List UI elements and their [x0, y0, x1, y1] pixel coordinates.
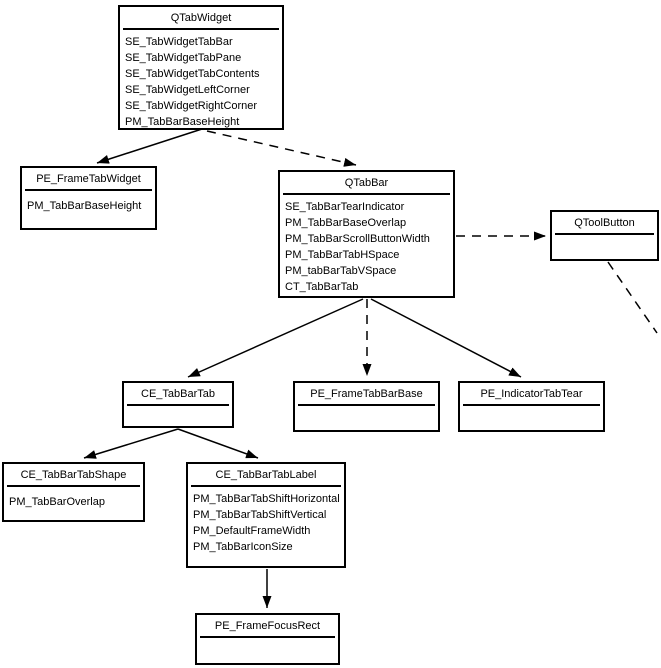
node-item: CT_TabBarTab — [285, 281, 359, 293]
edge-qtabbar-ce-tabbartab — [187, 298, 364, 378]
title-separator — [283, 193, 450, 195]
title-separator — [200, 636, 335, 638]
title-separator — [7, 485, 140, 487]
node-item-list: SE_TabBarTearIndicator PM_TabBarBaseOver… — [280, 195, 453, 295]
node-ce-tabbartabshape: CE_TabBarTabShape PM_TabBarOverlap — [2, 462, 145, 522]
node-pe-framefocusrect: PE_FrameFocusRect — [195, 613, 340, 665]
node-pe-indicatortabtear: PE_IndicatorTabTear — [458, 381, 605, 432]
node-title: QTabWidget — [170, 12, 232, 24]
node-item-list: PM_TabBarBaseHeight — [22, 191, 155, 214]
node-item: PM_TabBarScrollButtonWidth — [285, 233, 430, 245]
title-separator — [127, 404, 229, 406]
node-item: PM_TabBarBaseOverlap — [285, 217, 407, 229]
node-qtoolbutton: QToolButton — [550, 210, 659, 261]
node-title: QToolButton — [574, 217, 635, 229]
edge-ce-tabbartab-ce-tabbartablabel — [177, 428, 259, 459]
node-title: PE_FrameTabBarBase — [310, 388, 423, 400]
node-item: PM_TabBarTabHSpace — [285, 249, 400, 261]
node-ce-tabbartab: CE_TabBarTab — [122, 381, 234, 428]
title-separator — [123, 28, 279, 30]
title-separator — [463, 404, 600, 406]
node-qtabbar: QTabBar SE_TabBarTearIndicator PM_TabBar… — [278, 170, 455, 298]
node-title: CE_TabBarTab — [141, 388, 215, 400]
node-title: CE_TabBarTabShape — [20, 469, 127, 481]
node-item: SE_TabWidgetRightCorner — [125, 100, 258, 112]
node-title: PE_FrameTabWidget — [36, 173, 141, 185]
node-item: SE_TabWidgetTabBar — [125, 36, 233, 48]
title-separator — [25, 189, 152, 191]
node-title: CE_TabBarTabLabel — [215, 469, 317, 481]
node-item: SE_TabBarTearIndicator — [285, 201, 405, 213]
node-item: SE_TabWidgetTabContents — [125, 68, 260, 80]
node-item-list: SE_TabWidgetTabBar SE_TabWidgetTabPane S… — [120, 30, 282, 130]
node-item: PM_TabBarBaseHeight — [27, 200, 142, 212]
edge-qtabwidget-qtabbar — [206, 130, 357, 167]
node-pe-frametabwidget: PE_FrameTabWidget PM_TabBarBaseHeight — [20, 166, 157, 230]
node-title: PE_FrameFocusRect — [214, 620, 321, 632]
node-qtabwidget: QTabWidget SE_TabWidgetTabBar SE_TabWidg… — [118, 5, 284, 130]
node-item: PM_TabBarOverlap — [9, 496, 105, 508]
node-item: PM_TabBarTabShiftHorizontal — [193, 493, 340, 505]
node-item: SE_TabWidgetTabPane — [125, 52, 242, 64]
node-title: QTabBar — [344, 177, 389, 189]
title-separator — [298, 404, 435, 406]
node-item: PM_TabBarBaseHeight — [125, 116, 240, 128]
edge-qtabwidget-pe-frametabwidget — [96, 128, 203, 164]
node-title: PE_IndicatorTabTear — [480, 388, 583, 400]
node-item-list: PM_TabBarTabShiftHorizontal PM_TabBarTab… — [188, 487, 344, 555]
node-item: PM_DefaultFrameWidth — [193, 525, 311, 537]
node-item: PM_TabBarIconSize — [193, 541, 293, 553]
node-item: SE_TabWidgetLeftCorner — [125, 84, 250, 96]
edge-qtabbar-pe-indicatortabtear — [370, 298, 522, 378]
edge-qtoolbutton-offscreen — [607, 261, 658, 334]
node-pe-frametabbarbase: PE_FrameTabBarBase — [293, 381, 440, 432]
node-item: PM_TabBarTabShiftVertical — [193, 509, 327, 521]
node-ce-tabbartablabel: CE_TabBarTabLabel PM_TabBarTabShiftHoriz… — [186, 462, 346, 568]
node-item-list: PM_TabBarOverlap — [4, 487, 143, 510]
title-separator — [555, 233, 654, 235]
title-separator — [191, 485, 341, 487]
edge-ce-tabbartab-ce-tabbartabshape — [83, 428, 179, 459]
node-item: PM_tabBarTabVSpace — [285, 265, 397, 277]
